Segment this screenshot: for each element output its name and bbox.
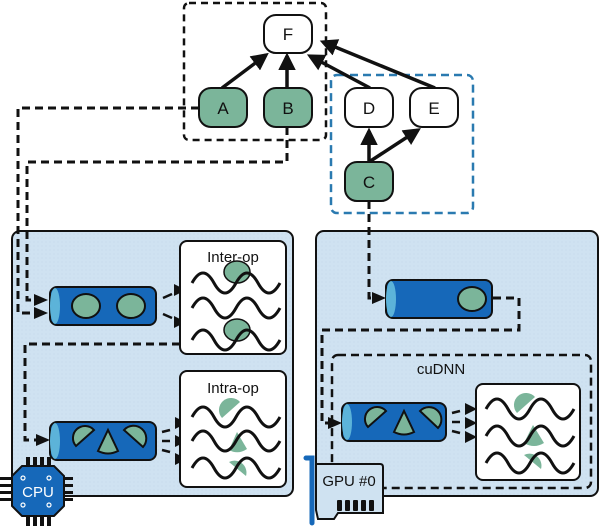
thread-waves — [190, 271, 282, 352]
gpu-dispatch-dashes — [451, 409, 461, 435]
thread-waves — [484, 397, 576, 475]
cpu-chip-icon: CPU — [0, 457, 73, 526]
arrowheads — [34, 292, 386, 446]
node-e-label: E — [428, 99, 439, 118]
cudnn-threadpool — [475, 383, 581, 481]
routing-lines — [16, 106, 521, 442]
node-c[interactable]: C — [344, 161, 394, 202]
thread-waves — [190, 405, 282, 480]
intra-dispatch-dashes — [161, 428, 171, 454]
node-c-label: C — [363, 173, 375, 192]
edge-e-f — [319, 39, 436, 90]
inter-op-threadpool: Inter-op — [179, 240, 287, 355]
cpu-inter-op-queue — [49, 286, 157, 326]
edge-c-e — [368, 128, 421, 164]
gpu-input-queue — [385, 279, 493, 319]
gpu-cudnn-queue — [341, 402, 447, 442]
route-interop-to-intraop — [23, 342, 180, 442]
cudnn-label: cuDNN — [417, 361, 465, 378]
cudnn-arrowheads — [465, 403, 477, 443]
node-b[interactable]: B — [263, 87, 313, 128]
node-e[interactable]: E — [409, 87, 459, 128]
gpu-card-label: GPU #0 — [322, 473, 375, 490]
queue-token — [457, 286, 487, 312]
route-gpu-queue-to-cudnn — [320, 296, 521, 425]
gpu-card-icon: GPU #0 — [303, 455, 384, 526]
queue-token — [71, 293, 101, 319]
node-a[interactable]: A — [198, 87, 248, 128]
cpu-chip-label: CPU — [22, 484, 54, 501]
cpu-subgraph-box — [182, 1, 328, 142]
queue-token — [116, 293, 146, 319]
node-f-label: F — [283, 25, 293, 44]
edge-a-f — [220, 52, 269, 90]
node-d-label: D — [363, 99, 375, 118]
inter-op-label: Inter-op — [207, 249, 259, 266]
route-a-to-cpu-queue — [16, 106, 199, 315]
dispatch-dashes — [162, 292, 173, 320]
intra-op-threadpool: Intra-op — [179, 370, 287, 488]
edge-d-f — [306, 54, 371, 90]
route-c-to-gpu-queue — [367, 201, 378, 300]
node-f[interactable]: F — [263, 14, 313, 54]
graph-edges — [220, 39, 436, 164]
cpu-intra-op-queue — [49, 421, 157, 461]
cudnn-box — [330, 353, 593, 490]
node-d[interactable]: D — [344, 87, 394, 128]
node-a-label: A — [217, 99, 229, 118]
intra-op-label: Intra-op — [207, 380, 259, 397]
node-b-label: B — [282, 99, 293, 118]
